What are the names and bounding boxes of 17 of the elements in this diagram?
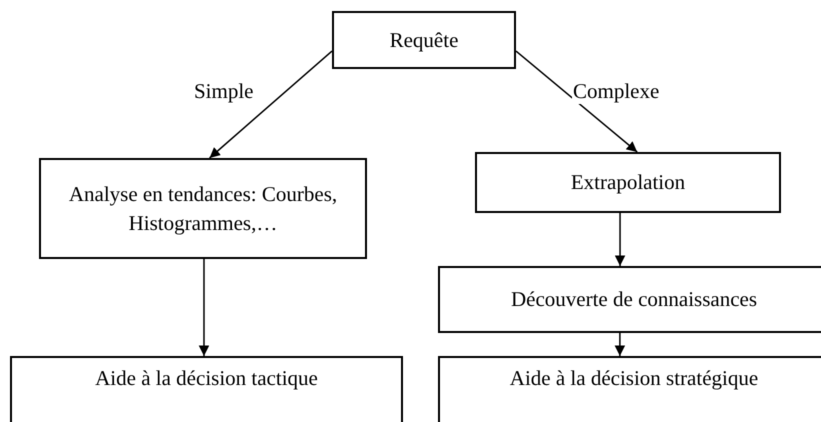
process-box	[475, 152, 781, 213]
process-box	[438, 266, 821, 333]
arrow	[198, 259, 210, 356]
box-text: Requête	[390, 26, 458, 54]
box-text: Analyse en tendances: Courbes, Histogrammes,…	[68, 181, 338, 236]
process-box	[438, 356, 821, 422]
process-box	[332, 11, 516, 69]
process-box	[10, 356, 403, 422]
arrow	[209, 50, 332, 159]
box-text: Découverte de connaissances	[510, 286, 758, 314]
arrow	[516, 50, 638, 153]
arrow	[614, 333, 626, 356]
box-text: Aide à la décision tactique	[95, 365, 318, 392]
arrow	[614, 213, 626, 266]
box-text: Extrapolation	[570, 169, 686, 196]
box-text: Aide à la décision stratégique	[510, 365, 758, 392]
process-box	[39, 158, 367, 259]
